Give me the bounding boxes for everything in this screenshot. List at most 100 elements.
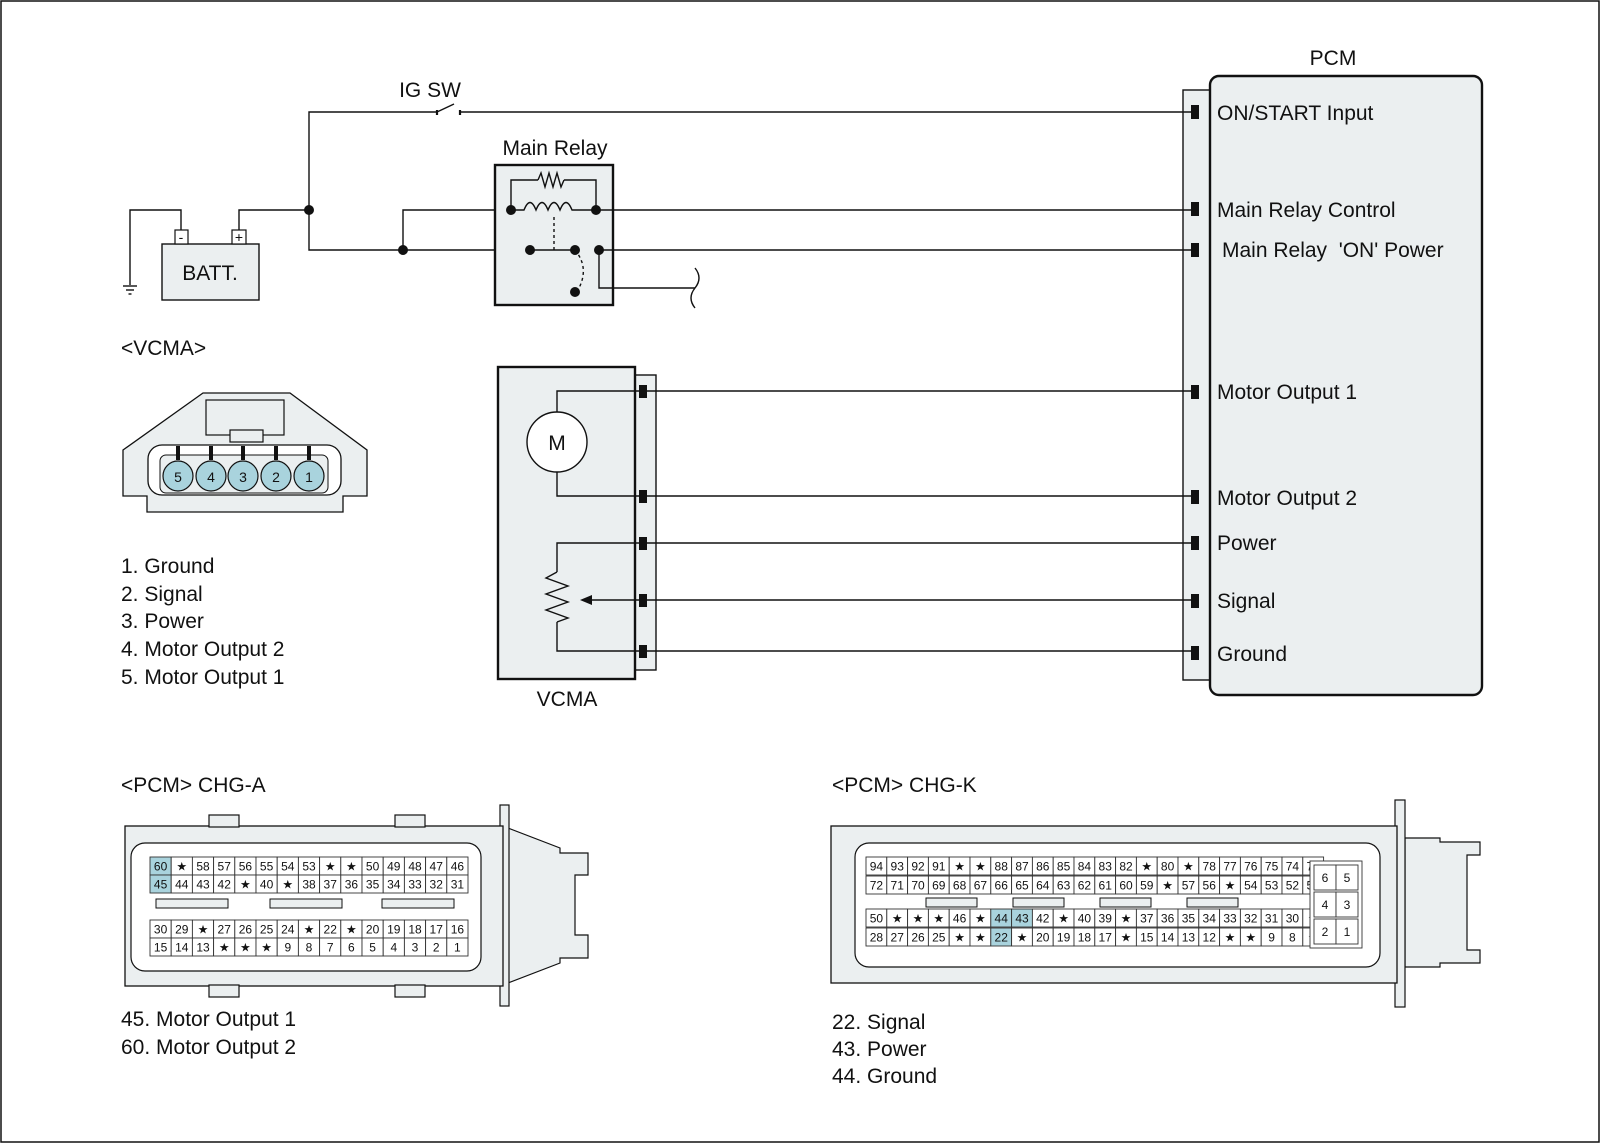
connector-pin-label: 44 (175, 878, 189, 892)
relay-coil-feed-wire (402, 209, 511, 250)
connector-pin-label: 6 (1322, 871, 1329, 885)
connector-pin-label: 40 (1078, 912, 1092, 926)
vcma-pin-marker (639, 537, 647, 550)
connector-pin-label: 64 (1036, 879, 1050, 893)
connector-pin-label: ★ (282, 878, 293, 892)
connector-pin-label: ★ (1058, 912, 1069, 926)
vcma-pin-label: 4 (207, 469, 215, 485)
connector-pin-label: 56 (1203, 879, 1217, 893)
connector-pin-label: ★ (1017, 931, 1028, 945)
vcma-pin (195, 460, 227, 492)
chg-a-key-slot (381, 898, 455, 909)
connector-pin-label: ★ (892, 912, 903, 926)
connector-pin-label: 2 (1322, 925, 1329, 939)
sensor-power-internal (556, 542, 642, 572)
connector-pin-label: ★ (261, 941, 272, 955)
connector-pin-label: 9 (284, 941, 291, 955)
vcma-pin-key (176, 446, 180, 460)
vcma-legend-item: 5. Motor Output 1 (121, 666, 284, 689)
relay-output-wire (598, 250, 695, 289)
connector-pin-cell (1335, 918, 1359, 945)
connector-pin-label: ★ (933, 912, 944, 926)
connector-pin-label: 15 (1140, 931, 1154, 945)
connector-pin-label: 14 (175, 941, 189, 955)
connector-pin-label: 61 (1099, 879, 1113, 893)
connector-pin-label: 55 (260, 860, 274, 874)
vcma-pin (227, 460, 259, 492)
main-relay-label: Main Relay (502, 137, 608, 160)
connector-pin-label: 28 (870, 931, 884, 945)
junction-dot (570, 287, 580, 297)
chg-k-key-slot (925, 897, 978, 908)
pcm-pin-marker (1191, 490, 1199, 504)
chg-k-key-slot (1012, 897, 1065, 908)
connector-pin-label: 82 (1119, 860, 1133, 874)
motor-output-2-internal (556, 472, 642, 497)
connector-pin-label: ★ (1141, 860, 1152, 874)
connector-pin-label: 13 (196, 941, 210, 955)
connector-pin-label: 30 (1286, 912, 1300, 926)
connector-pin-label: 53 (302, 860, 316, 874)
connector-pin-label: 6 (348, 941, 355, 955)
connector-pin-label: 42 (218, 878, 232, 892)
connector-pin-label: 54 (281, 860, 295, 874)
chg-a-legend-item: 45. Motor Output 1 (121, 1008, 296, 1031)
connector-pin-label: 18 (408, 923, 422, 937)
connector-pin-label: 68 (953, 879, 967, 893)
connector-pin-cell (1335, 864, 1359, 891)
connector-pin-label: 60 (1119, 879, 1133, 893)
chg-a-key-slot (155, 898, 229, 909)
vcma-pin (260, 460, 292, 492)
vcma-legend-item: 3. Power (121, 610, 204, 633)
connector-pin-label: 48 (408, 860, 422, 874)
potentiometer-wiper-arrow (580, 595, 592, 605)
connector-pin-label: 60 (154, 860, 168, 874)
connector-pin-label: 18 (1078, 931, 1092, 945)
connector-pin-label: 5 (369, 941, 376, 955)
connector-pin-cell (446, 874, 469, 894)
pcm-title: PCM (1310, 47, 1357, 70)
connector-pin-label: 25 (932, 931, 946, 945)
connector-pin-label: 20 (366, 923, 380, 937)
connector-pin-label: 75 (1265, 860, 1279, 874)
connector-pin-label: 59 (1140, 879, 1154, 893)
battery-positive-wire (238, 209, 309, 230)
pcm-terminal-label: Motor Output 1 (1217, 381, 1357, 404)
pcm-body (1208, 74, 1484, 697)
vcma-pin-key (307, 446, 311, 460)
chg-k-title: <PCM> CHG-K (832, 774, 977, 797)
connector-pin-label: 39 (1099, 912, 1113, 926)
sensor-ground-internal (556, 622, 642, 652)
pcm-pin-marker (1191, 243, 1199, 257)
connector-pin-label: 8 (306, 941, 313, 955)
connector-pin-label: 24 (281, 923, 295, 937)
connector-pin-label: 33 (1223, 912, 1237, 926)
connector-pin-label: 2 (433, 941, 440, 955)
pcm-terminal-label: Ground (1217, 643, 1287, 666)
chg-k-key-slot (1186, 897, 1239, 908)
connector-pin-label: 5 (1344, 871, 1351, 885)
connector-pin-label: 57 (218, 860, 232, 874)
battery-positive-sign: + (235, 229, 243, 245)
connector-pin-label: 30 (154, 923, 168, 937)
pcm-terminal-label: Main Relay 'ON' Power (1222, 239, 1444, 262)
pcm-terminal-label: Power (1217, 532, 1277, 555)
connector-pin-label: ★ (1245, 931, 1256, 945)
connector-pin-label: 54 (1244, 879, 1258, 893)
connector-pin-label: 44 (995, 912, 1009, 926)
connector-pin-label: ★ (198, 923, 209, 937)
connector-pin-label: 35 (1182, 912, 1196, 926)
connector-pin-label: 77 (1223, 860, 1237, 874)
connector-pin-label: 26 (911, 931, 925, 945)
connector-pin-label: 27 (218, 923, 232, 937)
connector-pin-label: 42 (1036, 912, 1050, 926)
connector-pin-label: 70 (911, 879, 925, 893)
connector-pin-label: 72 (870, 879, 884, 893)
connector-pin-label: 36 (345, 878, 359, 892)
connector-pin-label: 85 (1057, 860, 1071, 874)
connector-pin-label: 26 (239, 923, 253, 937)
chg-a-plug-body (507, 827, 589, 984)
battery-negative-sign: - (179, 229, 184, 245)
